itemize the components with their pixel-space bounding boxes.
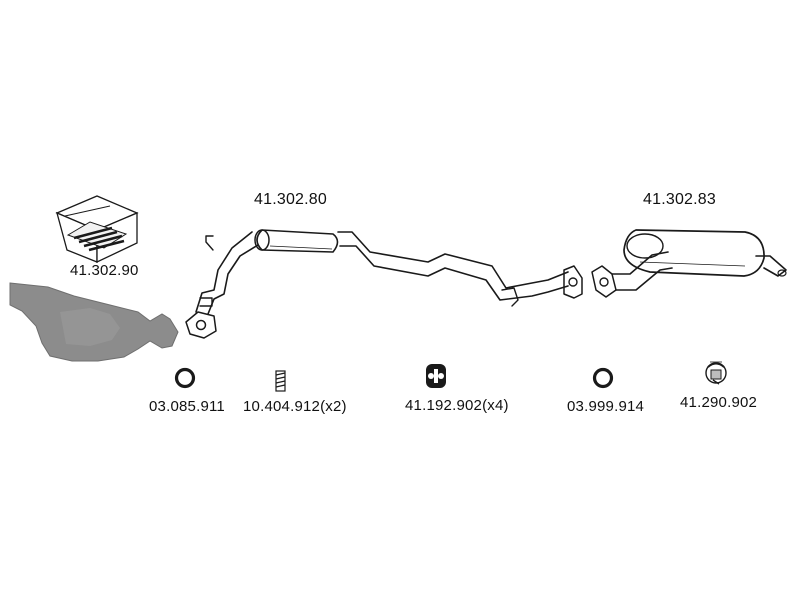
front-silencer-label: 41.302.80 [254, 191, 327, 208]
catalyst-manifold-icon [9, 282, 179, 362]
clamp-mount-label: 41.290.902 [680, 394, 758, 411]
mounting-kit-box-icon [55, 195, 139, 264]
ring-front-label: 03.085.911 [149, 398, 225, 415]
middle-pipe-icon [337, 231, 583, 307]
front-silencer-icon [185, 229, 339, 339]
ring-rear-icon [592, 367, 614, 389]
rear-silencer-icon [591, 229, 787, 298]
spring-bolt-label: 10.404.912(x2) [243, 398, 347, 415]
rear-silencer-label: 41.302.83 [643, 191, 716, 208]
ring-front-icon [174, 367, 196, 389]
ring-rear-label: 03.999.914 [567, 398, 645, 415]
clamp-mount-icon [705, 361, 727, 385]
rubber-mount-icon [426, 364, 446, 388]
rubber-mount-label: 41.192.902(x4) [405, 397, 509, 414]
spring-bolt-icon [275, 370, 286, 392]
mounting-kit-label: 41.302.90 [70, 262, 139, 279]
